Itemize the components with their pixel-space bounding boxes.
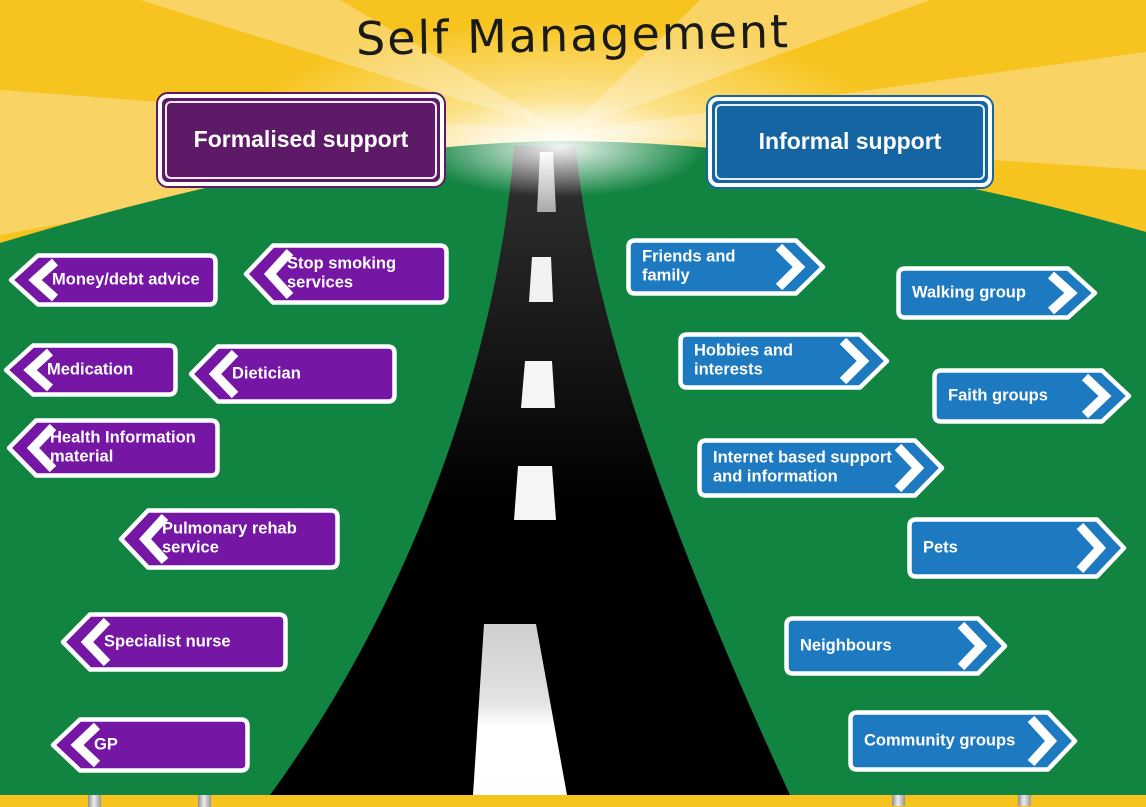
sign-label: Pets <box>923 538 958 557</box>
chevron-right-icon <box>957 621 988 671</box>
sign-label: Informal support <box>758 128 942 155</box>
chevron-right-icon <box>775 243 806 291</box>
sign-plate <box>697 438 945 498</box>
sign-hobbies-and-interests: Hobbies and interests <box>678 332 890 424</box>
sign-arrow-shape <box>784 616 1008 676</box>
sign-plate <box>784 616 1008 676</box>
sign-money-debt-advice: Money/debt advice <box>8 253 218 341</box>
sign-arrow-shape <box>848 710 1078 772</box>
sign-label: Specialist nurse <box>104 632 231 651</box>
chevron-right-icon <box>894 443 925 493</box>
chevron-left-icon <box>23 348 54 392</box>
chevron-right-icon <box>1081 373 1112 419</box>
sign-plate <box>188 344 397 404</box>
sign-arrow-shape <box>3 343 178 397</box>
sign-friends-and-family: Friends and family <box>626 238 826 330</box>
sign-label: Formalised support <box>193 126 409 153</box>
sign-arrow-shape <box>8 253 218 307</box>
chevron-left-icon <box>80 617 111 667</box>
sign-plate <box>50 717 250 773</box>
sign-pulmonary-rehab-service: Pulmonary rehab service <box>118 508 340 604</box>
sign-label: Neighbours <box>800 636 892 655</box>
chevron-left-icon <box>263 248 294 300</box>
sign-plate <box>6 418 220 478</box>
chevron-left-icon <box>138 513 169 565</box>
sign-arrow-shape <box>678 332 890 390</box>
sign-dietician: Dietician <box>188 344 397 438</box>
chevron-right-icon <box>1027 715 1058 767</box>
sign-medication: Medication <box>3 343 178 431</box>
sign-gp: GP <box>50 717 250 807</box>
sign-arrow-shape <box>907 517 1127 579</box>
sign-plate <box>60 612 288 672</box>
sign-community-groups: Community groups <box>848 710 1078 806</box>
sign-label: Community groups <box>864 731 1016 750</box>
sign-walking-group: Walking group <box>896 266 1098 354</box>
sign-plate <box>896 266 1098 320</box>
chevron-left-icon <box>28 258 59 302</box>
sign-arrow-shape <box>188 344 397 404</box>
sign-arrow-shape <box>896 266 1098 320</box>
chevron-right-icon <box>1076 522 1107 574</box>
sign-arrow-shape <box>932 368 1132 424</box>
sign-label: Pulmonary rehab service <box>162 519 297 557</box>
horizon-glow <box>415 97 705 197</box>
sign-arrow-shape <box>697 438 945 498</box>
sign-specialist-nurse: Specialist nurse <box>60 612 288 706</box>
chevron-left-icon <box>26 423 57 473</box>
sign-arrow-shape <box>60 612 288 672</box>
sign-stop-smoking-services: Stop smoking services <box>243 243 449 339</box>
sign-label: Health Information material <box>50 428 196 466</box>
sign-internet-based-support: Internet based support and information <box>697 438 945 532</box>
chevron-left-icon <box>70 722 101 768</box>
sign-label: Walking group <box>912 283 1026 302</box>
sign-formalised-support: Formalised support <box>158 94 444 222</box>
chevron-right-icon <box>1047 271 1078 315</box>
sign-neighbours: Neighbours <box>784 616 1008 710</box>
sign-arrow-shape <box>50 717 250 773</box>
sign-plate <box>907 517 1127 579</box>
sign-label: Medication <box>47 360 134 379</box>
chevron-right-icon <box>839 337 870 385</box>
sign-faith-groups: Faith groups <box>932 368 1132 458</box>
sign-plate <box>8 253 218 307</box>
sign-plate <box>118 508 340 570</box>
sign-informal-support: Informal support <box>708 97 992 223</box>
chevron-left-icon <box>208 349 239 399</box>
sign-label: Friends and family <box>642 247 736 285</box>
sign-label: Hobbies and interests <box>694 341 794 379</box>
sign-label: Stop smoking services <box>287 254 397 292</box>
sign-plate <box>678 332 890 390</box>
sign-plate <box>932 368 1132 424</box>
sign-arrow-shape <box>6 418 220 478</box>
sign-label: GP <box>94 735 118 754</box>
sign-label: Faith groups <box>948 386 1048 405</box>
road-center-line <box>473 152 567 795</box>
sign-arrow-shape <box>626 238 826 296</box>
sign-pets: Pets <box>907 517 1127 613</box>
sign-plate <box>848 710 1078 772</box>
sign-arrow-shape <box>118 508 340 570</box>
sign-arrow-shape <box>243 243 449 305</box>
sign-label: Money/debt advice <box>52 270 200 289</box>
sign-plate <box>626 238 826 296</box>
sign-label: Dietician <box>232 364 301 383</box>
sign-label: Internet based support and information <box>713 448 892 486</box>
sign-plate <box>243 243 449 305</box>
sign-health-information-material: Health Information material <box>6 418 220 512</box>
